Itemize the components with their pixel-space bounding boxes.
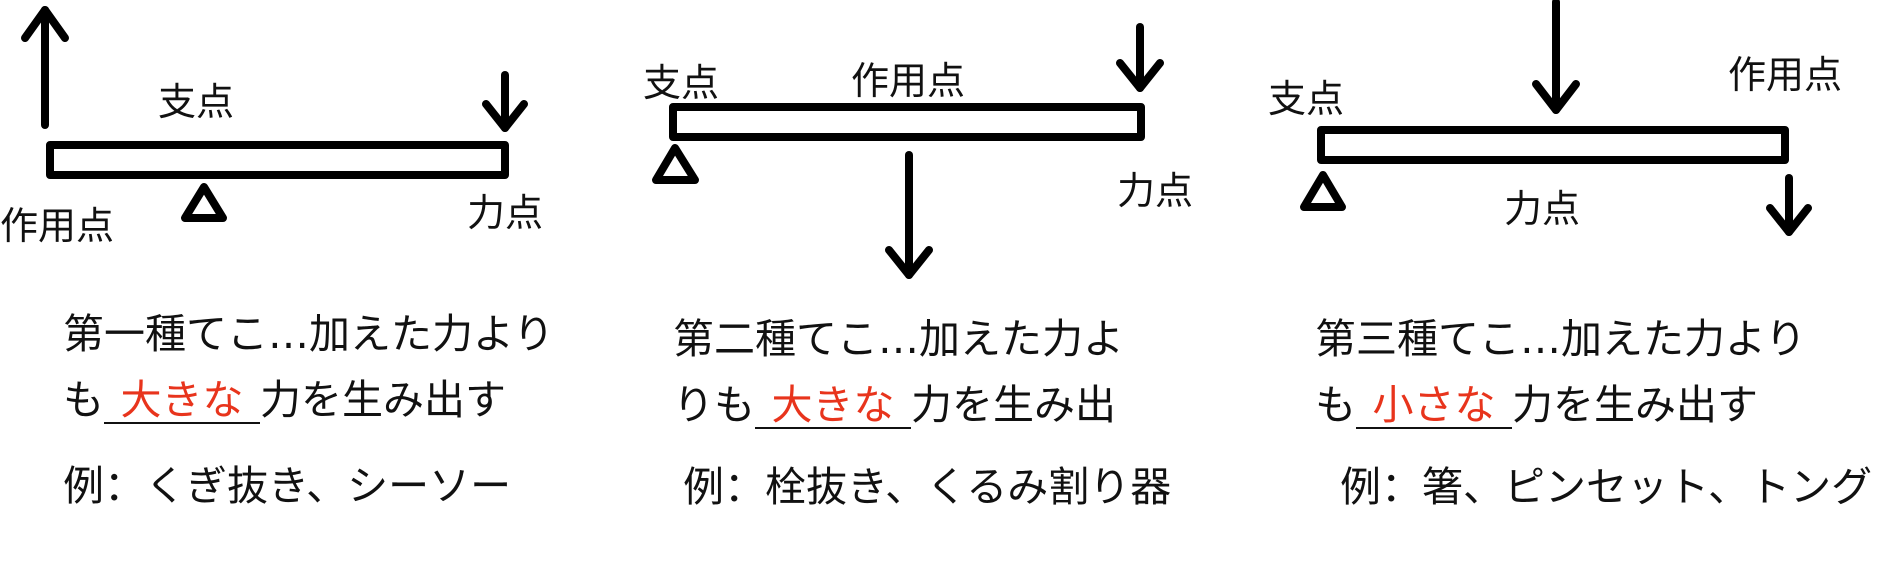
lever-1-load-label: 作用点 (0, 204, 115, 248)
lever-2-desc-line2: りも大きな力を生み出 (673, 381, 1116, 430)
lever-3-load-label: 作用点 (1728, 53, 1843, 97)
lever-1-bar (46, 141, 509, 179)
lever-2-answer-blank: 大きな (755, 383, 911, 430)
lever-2-desc-pre: りも (673, 381, 755, 429)
lever-2-effort-label: 力点 (1117, 169, 1194, 213)
lever-3-desc-line1: 第三種てこ…加えた力より (1315, 315, 1807, 363)
lever-1-desc-post: 力を生み出す (260, 376, 506, 424)
lever-2-desc-post: 力を生み出 (911, 381, 1116, 429)
lever-1-load-arrow-up (21, 6, 69, 129)
lever-2-fulcrum (652, 144, 699, 184)
lever-2-load-arrow-down (885, 151, 933, 279)
lever-3-fulcrum-label: 支点 (1268, 77, 1345, 121)
lever-1-effort-arrow-down (482, 71, 528, 132)
lever-1-desc-line2: も大きな力を生み出す (63, 376, 506, 425)
lever-2-drawing (652, 23, 1164, 279)
lever-3-fulcrum (1300, 171, 1346, 211)
lever-2-desc-line1: 第二種てこ…加えた力よ (673, 315, 1124, 363)
lever-3-effort-label: 力点 (1504, 187, 1581, 231)
lever-3-desc-post: 力を生み出す (1512, 381, 1758, 429)
lever-2-load-label: 作用点 (851, 59, 966, 103)
lever-3-drawing (1300, 0, 1812, 236)
lever-2-bar (669, 103, 1145, 141)
lever-3-example: 例：箸、ピンセット、トング (1340, 463, 1873, 511)
lever-1-example: 例：くぎ抜き、シーソー (63, 462, 512, 510)
lever-1-effort-label: 力点 (467, 191, 544, 235)
lever-3-bar (1317, 126, 1789, 164)
lever-3-desc-line2: も小さな力を生み出す (1315, 381, 1758, 430)
lever-1-fulcrum (181, 183, 227, 222)
lever-3-effort-arrow-down (1532, 0, 1580, 114)
lever-2-example: 例：栓抜き、くるみ割り器 (683, 463, 1172, 511)
lever-1-drawing (21, 6, 528, 222)
lever-1-desc-pre: も (63, 376, 104, 424)
lever-1-answer-blank: 大きな (104, 378, 260, 425)
lever-1-fulcrum-label: 支点 (158, 80, 235, 124)
lever-3-desc-pre: も (1315, 381, 1356, 429)
lever-1-desc-line1: 第一種てこ…加えた力より (63, 310, 555, 358)
lever-3-load-arrow-down (1766, 174, 1812, 236)
lever-2-effort-arrow-down (1116, 23, 1164, 92)
lever-3-answer-blank: 小さな (1356, 383, 1512, 430)
lever-2-fulcrum-label: 支点 (643, 61, 720, 105)
